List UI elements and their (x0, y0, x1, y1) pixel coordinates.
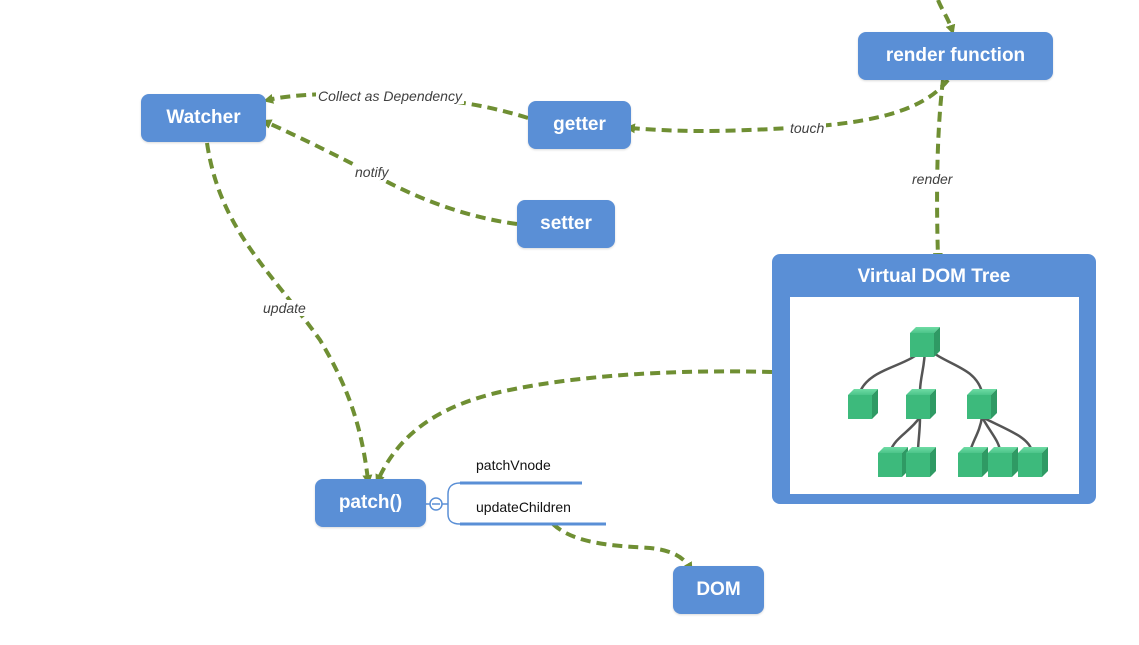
edge-label-render: render (910, 171, 955, 187)
watcher-node: Watcher (141, 94, 266, 142)
arrow-updatechildren-to-dom (551, 522, 693, 573)
dom-node: DOM (673, 566, 764, 614)
branch-label-updatechildren: updateChildren (476, 499, 571, 515)
getter-node: getter (528, 101, 631, 149)
setter-node: setter (517, 200, 615, 248)
edge-label-notify: notify (353, 164, 391, 180)
virtual-dom-tree-title: Virtual DOM Tree (857, 266, 1011, 287)
tree-of-cubes-icon (848, 327, 1048, 477)
arrow-vdom-to-patch (375, 369, 773, 485)
arrow-watcher-to-patch (205, 142, 373, 485)
edge-label-update: update (261, 300, 308, 316)
patch-branch-connector (426, 481, 606, 526)
arrow-into-render-function (936, 0, 956, 35)
virtual-dom-tree-node: Virtual DOM Tree (772, 254, 1096, 504)
edge-label-collect-as-dependency: Collect as Dependency (316, 88, 464, 104)
branch-label-patchvnode: patchVnode (476, 457, 551, 473)
patch-node: patch() (315, 479, 426, 527)
arrow-render-function-to-vdom (932, 79, 945, 263)
render-function-node: render function (858, 32, 1053, 80)
arrow-setter-to-watcher (261, 119, 518, 226)
virtual-dom-tree-illustration (790, 297, 1079, 494)
edge-label-touch: touch (788, 120, 827, 136)
